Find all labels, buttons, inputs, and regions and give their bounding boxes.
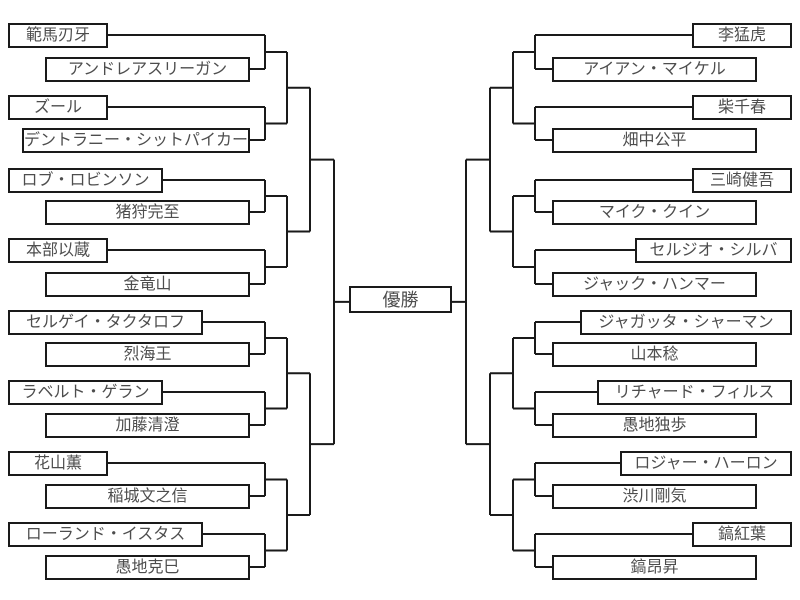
player-box-right-9: ジャガッタ・シャーマン [580, 310, 792, 335]
player-box-left-1: 範馬刃牙 [8, 23, 108, 48]
player-box-right-5: 三崎健吾 [692, 168, 792, 193]
player-box-right-4: 畑中公平 [552, 128, 757, 153]
player-box-right-2: アイアン・マイケル [552, 57, 757, 82]
player-box-right-11: リチャード・フィルス [597, 380, 792, 405]
player-box-left-13: 花山薫 [8, 451, 108, 476]
player-box-left-6: 猪狩完至 [45, 200, 250, 225]
player-box-right-10: 山本稔 [552, 342, 757, 367]
player-box-left-11: ラベルト・ゲラン [8, 380, 163, 405]
player-box-left-9: セルゲイ・タクタロフ [8, 310, 203, 335]
player-box-left-2: アンドレアスリーガン [45, 57, 250, 82]
player-box-right-7: セルジオ・シルバ [635, 238, 792, 263]
player-box-right-15: 鎬紅葉 [692, 522, 792, 547]
player-box-left-14: 稲城文之信 [45, 484, 250, 509]
player-box-left-12: 加藤清澄 [45, 413, 250, 438]
player-box-left-8: 金竜山 [45, 272, 250, 297]
champion-box: 優勝 [349, 286, 452, 313]
player-box-right-12: 愚地独歩 [552, 413, 757, 438]
player-box-right-16: 鎬昂昇 [552, 555, 757, 580]
player-box-left-16: 愚地克巳 [45, 555, 250, 580]
player-box-right-13: ロジャー・ハーロン [620, 451, 792, 476]
player-box-right-6: マイク・クイン [552, 200, 757, 225]
player-box-left-5: ロブ・ロビンソン [8, 168, 163, 193]
player-box-left-4: デントラニー・シットパイカー [22, 128, 250, 153]
player-box-right-8: ジャック・ハンマー [552, 272, 757, 297]
player-box-left-10: 烈海王 [45, 342, 250, 367]
player-box-left-7: 本部以蔵 [8, 238, 108, 263]
player-box-right-14: 渋川剛気 [552, 484, 757, 509]
player-box-left-15: ローランド・イスタス [8, 522, 203, 547]
player-box-left-3: ズール [8, 95, 108, 120]
player-box-right-1: 李猛虎 [692, 23, 792, 48]
player-box-right-3: 柴千春 [692, 95, 792, 120]
